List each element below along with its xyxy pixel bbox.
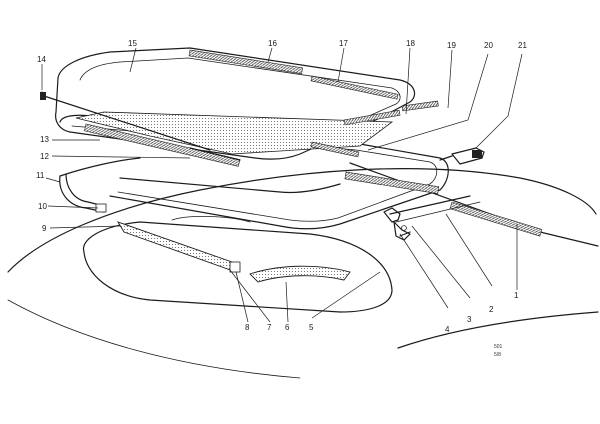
frame-rail — [119, 177, 341, 194]
cable-2 — [389, 195, 471, 215]
seal-strip-16 — [188, 49, 303, 75]
callout-8: 8 — [245, 323, 250, 332]
opening-front-lip — [171, 215, 251, 223]
rear-drain-channel — [249, 265, 351, 283]
seal-strip-17 — [310, 75, 399, 100]
callout-12: 12 — [40, 152, 49, 161]
callout-7: 7 — [267, 323, 272, 332]
cross-member-9 — [116, 221, 241, 273]
roof-opening — [82, 221, 393, 313]
guide-rail-1 — [449, 201, 543, 237]
glass-panel — [55, 47, 416, 160]
cable-3 — [395, 201, 481, 223]
callout-15: 15 — [128, 39, 137, 48]
seal-strip-18 — [343, 109, 401, 126]
drain-channel-top — [59, 157, 141, 177]
callout-17: 17 — [339, 39, 348, 48]
callout-16: 16 — [268, 39, 277, 48]
roof-front-curve — [7, 168, 597, 273]
crank-mechanism-21 — [439, 147, 485, 165]
callout-18: 18 — [406, 39, 415, 48]
frame-outer — [59, 114, 449, 230]
callout-5: 5 — [309, 323, 314, 332]
callout-14: 14 — [37, 55, 46, 64]
callout-4: 4 — [445, 325, 450, 334]
seal-strip-20 — [310, 141, 360, 158]
callout-2: 2 — [489, 305, 494, 314]
front-seal-edge — [189, 147, 241, 161]
glass-outer — [55, 47, 416, 160]
callout-1: 1 — [514, 291, 519, 300]
glass-inner — [79, 57, 401, 149]
callout-10: 10 — [38, 202, 47, 211]
lift-bracket-assembly — [383, 207, 411, 241]
callout-3: 3 — [467, 315, 472, 324]
drain-channel-outer — [59, 175, 105, 213]
guide-rail-left — [344, 171, 440, 194]
seal-strip-19 — [401, 100, 439, 112]
drawing-ref-sheet: 5/8 — [494, 352, 501, 358]
callout-6: 6 — [285, 323, 290, 332]
drawing-ref-number: 501 — [494, 344, 503, 350]
callout-19: 19 — [447, 41, 456, 50]
frame-inner — [71, 125, 438, 222]
callout-20: 20 — [484, 41, 493, 50]
callouts: 1 2 3 4 5 6 7 8 9 10 11 12 13 14 15 16 1… — [36, 39, 527, 334]
callout-13: 13 — [40, 135, 49, 144]
roof-lower-curve — [7, 299, 301, 379]
cross-member-end — [229, 261, 241, 273]
roof-side-edge — [349, 162, 599, 247]
drain-channel-inner — [65, 173, 105, 207]
sunroof-frame — [59, 114, 449, 230]
roof-rear-line — [397, 311, 599, 349]
callout-11: 11 — [36, 171, 45, 180]
seal-end-14 — [40, 92, 46, 100]
callout-9: 9 — [42, 224, 47, 233]
leader-lines — [41, 47, 523, 323]
callout-21: 21 — [518, 41, 527, 50]
front-seal-13 — [84, 123, 241, 167]
